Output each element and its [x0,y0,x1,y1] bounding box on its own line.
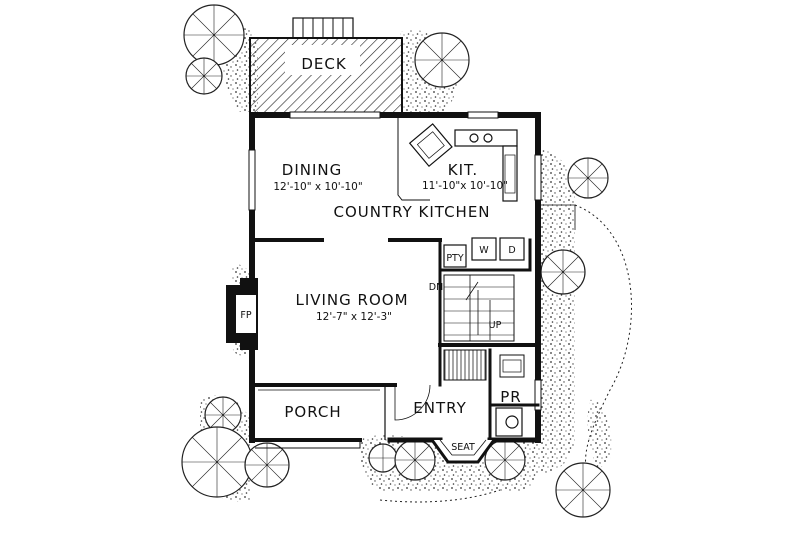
fireplace-label: FP [240,310,251,321]
powder-room-label: PR [500,388,521,406]
dining-label: DINING [282,161,342,179]
seat-label: SEAT [451,442,475,453]
tree-5 [540,249,586,295]
porch-label: PORCH [284,403,341,421]
washer-label: W [479,245,489,256]
tree-10 [394,439,436,481]
stairs [443,274,525,381]
tree-11 [484,439,526,481]
tree-8 [244,442,290,488]
stair-up-label: UP [489,320,502,331]
kitchen-size: 11'-10"x 10'-10" [422,180,508,192]
tree-7 [181,426,253,498]
tree-12 [555,462,611,518]
powder-room-fixtures [495,407,523,437]
tree-1 [183,4,245,66]
tree-3 [414,32,470,88]
kitchen-label: KIT. [448,161,478,179]
living-room-label: LIVING ROOM [295,291,408,309]
entry-seat [430,439,496,464]
room-labels: DECK DINING 12'-10" x 10'-10" KIT. 11'-1… [273,55,521,453]
dryer-label: D [508,245,515,256]
country-kitchen-label: COUNTRY KITCHEN [333,203,490,221]
pantry-laundry [443,237,525,268]
tree-2 [185,57,223,95]
living-room-size: 12'-7" x 12'-3" [316,311,392,323]
trees [181,4,611,518]
tree-4 [567,157,609,199]
stair-down-label: DN [429,282,443,293]
pantry-label: PTY [446,253,464,264]
kitchen-fixtures [397,118,518,202]
fireplace: FP [226,278,258,350]
deck [249,17,403,114]
deck-label: DECK [301,55,347,73]
tree-9 [368,443,398,473]
porch [255,384,386,449]
dining-size: 12'-10" x 10'-10" [273,181,362,193]
doors [394,204,576,421]
entry-label: ENTRY [413,399,467,417]
